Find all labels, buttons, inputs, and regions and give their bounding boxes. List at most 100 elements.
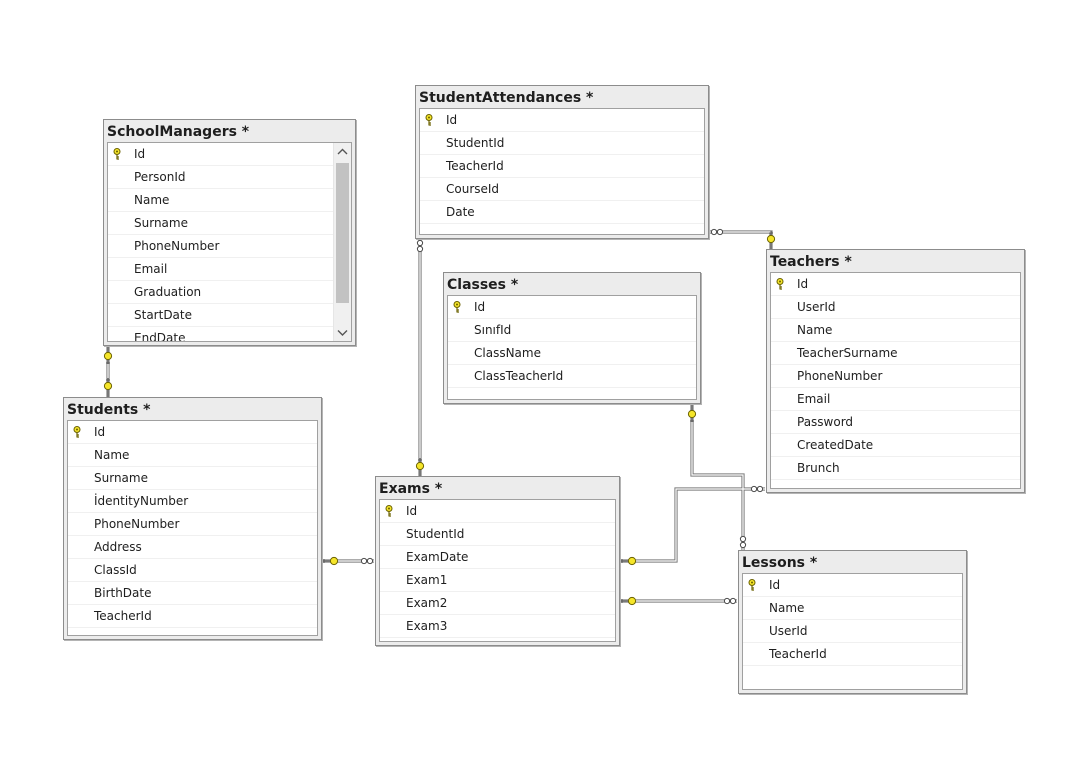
row-selector[interactable] (420, 178, 439, 201)
row-selector[interactable] (68, 605, 87, 628)
row-selector[interactable] (448, 365, 467, 388)
column-row[interactable]: TeacherId (420, 155, 704, 178)
column-row[interactable]: Id (68, 421, 317, 444)
column-row[interactable]: İdentityNumber (68, 490, 317, 513)
row-selector[interactable] (68, 559, 87, 582)
column-row[interactable]: TeacherId (68, 605, 317, 628)
column-row[interactable]: Surname (68, 467, 317, 490)
column-row[interactable]: ClassId (68, 559, 317, 582)
row-selector[interactable] (68, 582, 87, 605)
row-selector[interactable] (68, 490, 87, 513)
column-row[interactable]: ClassTeacherId (448, 365, 696, 388)
row-selector[interactable] (771, 411, 790, 434)
table-title[interactable]: Teachers * (770, 254, 852, 270)
row-selector[interactable] (743, 574, 762, 597)
scroll-down-button[interactable] (334, 324, 351, 341)
row-selector[interactable] (68, 421, 87, 444)
row-selector[interactable] (771, 457, 790, 480)
column-row[interactable]: StudentId (420, 132, 704, 155)
column-row[interactable]: Name (68, 444, 317, 467)
column-row[interactable]: Exam2 (380, 592, 615, 615)
row-selector[interactable] (771, 319, 790, 342)
row-selector[interactable] (771, 342, 790, 365)
table-title[interactable]: SchoolManagers * (107, 124, 250, 140)
row-selector[interactable] (448, 319, 467, 342)
table-title[interactable]: Lessons * (742, 555, 818, 571)
row-selector[interactable] (771, 365, 790, 388)
scrollbar-thumb[interactable] (336, 163, 349, 303)
table-title[interactable]: Students * (67, 402, 151, 418)
row-selector[interactable] (771, 434, 790, 457)
column-row[interactable]: CourseId (420, 178, 704, 201)
table-title[interactable]: StudentAttendances * (419, 90, 594, 106)
column-row[interactable]: Name (771, 319, 1020, 342)
row-selector[interactable] (771, 388, 790, 411)
row-selector[interactable] (448, 296, 467, 319)
column-row[interactable]: EndDate (108, 327, 351, 341)
row-selector[interactable] (380, 523, 399, 546)
scroll-up-button[interactable] (334, 143, 351, 160)
column-row[interactable]: Id (108, 143, 351, 166)
row-selector[interactable] (420, 132, 439, 155)
column-row[interactable]: ClassName (448, 342, 696, 365)
row-selector[interactable] (743, 620, 762, 643)
column-row[interactable]: BirthDate (68, 582, 317, 605)
column-row[interactable]: PhoneNumber (108, 235, 351, 258)
row-selector[interactable] (108, 281, 127, 304)
row-selector[interactable] (743, 643, 762, 666)
column-row[interactable]: Date (420, 201, 704, 224)
column-row[interactable]: PhoneNumber (771, 365, 1020, 388)
row-selector[interactable] (743, 597, 762, 620)
row-selector[interactable] (771, 296, 790, 319)
row-selector[interactable] (420, 201, 439, 224)
column-row[interactable]: Id (743, 574, 962, 597)
column-row[interactable]: SınıfId (448, 319, 696, 342)
row-selector[interactable] (108, 166, 127, 189)
column-row[interactable]: Address (68, 536, 317, 559)
row-selector[interactable] (380, 592, 399, 615)
scrollbar[interactable] (333, 143, 351, 341)
column-row[interactable]: TeacherId (743, 643, 962, 666)
row-selector[interactable] (68, 467, 87, 490)
column-row[interactable]: Surname (108, 212, 351, 235)
row-selector[interactable] (420, 109, 439, 132)
column-row[interactable]: Id (448, 296, 696, 319)
row-selector[interactable] (108, 327, 127, 341)
column-row[interactable]: Exam1 (380, 569, 615, 592)
column-row[interactable]: ExamDate (380, 546, 615, 569)
column-row[interactable]: Exam3 (380, 615, 615, 638)
column-row[interactable]: Email (108, 258, 351, 281)
row-selector[interactable] (68, 536, 87, 559)
column-row[interactable]: Email (771, 388, 1020, 411)
row-selector[interactable] (108, 189, 127, 212)
column-row[interactable]: Id (771, 273, 1020, 296)
table-title[interactable]: Classes * (447, 277, 519, 293)
row-selector[interactable] (380, 500, 399, 523)
column-row[interactable]: CreatedDate (771, 434, 1020, 457)
column-row[interactable]: StartDate (108, 304, 351, 327)
row-selector[interactable] (108, 235, 127, 258)
table-title[interactable]: Exams * (379, 481, 443, 497)
column-row[interactable]: PersonId (108, 166, 351, 189)
column-row[interactable]: PhoneNumber (68, 513, 317, 536)
column-row[interactable]: Id (420, 109, 704, 132)
column-row[interactable]: Password (771, 411, 1020, 434)
column-row[interactable]: TeacherSurname (771, 342, 1020, 365)
row-selector[interactable] (380, 569, 399, 592)
column-row[interactable]: UserId (743, 620, 962, 643)
row-selector[interactable] (68, 513, 87, 536)
row-selector[interactable] (380, 615, 399, 638)
row-selector[interactable] (108, 304, 127, 327)
row-selector[interactable] (380, 546, 399, 569)
column-row[interactable]: Brunch (771, 457, 1020, 480)
row-selector[interactable] (420, 155, 439, 178)
row-selector[interactable] (448, 342, 467, 365)
column-row[interactable]: Name (743, 597, 962, 620)
row-selector[interactable] (68, 444, 87, 467)
